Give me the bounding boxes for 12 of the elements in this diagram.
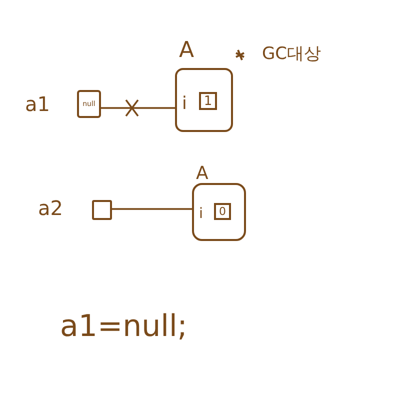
reference-line (112, 208, 192, 210)
object-name: A (179, 40, 194, 62)
field-name: i (199, 207, 203, 222)
variable-name: a1 (25, 94, 50, 114)
object-name: A (196, 165, 208, 183)
field-name: i (182, 96, 187, 114)
reference-line (101, 107, 175, 109)
value-box: 0 (214, 203, 231, 220)
variable-name: a2 (38, 198, 63, 218)
code-statement: a1=null; (60, 312, 188, 342)
value-box: 1 (199, 92, 217, 110)
note-text: GC대상 (262, 46, 322, 63)
